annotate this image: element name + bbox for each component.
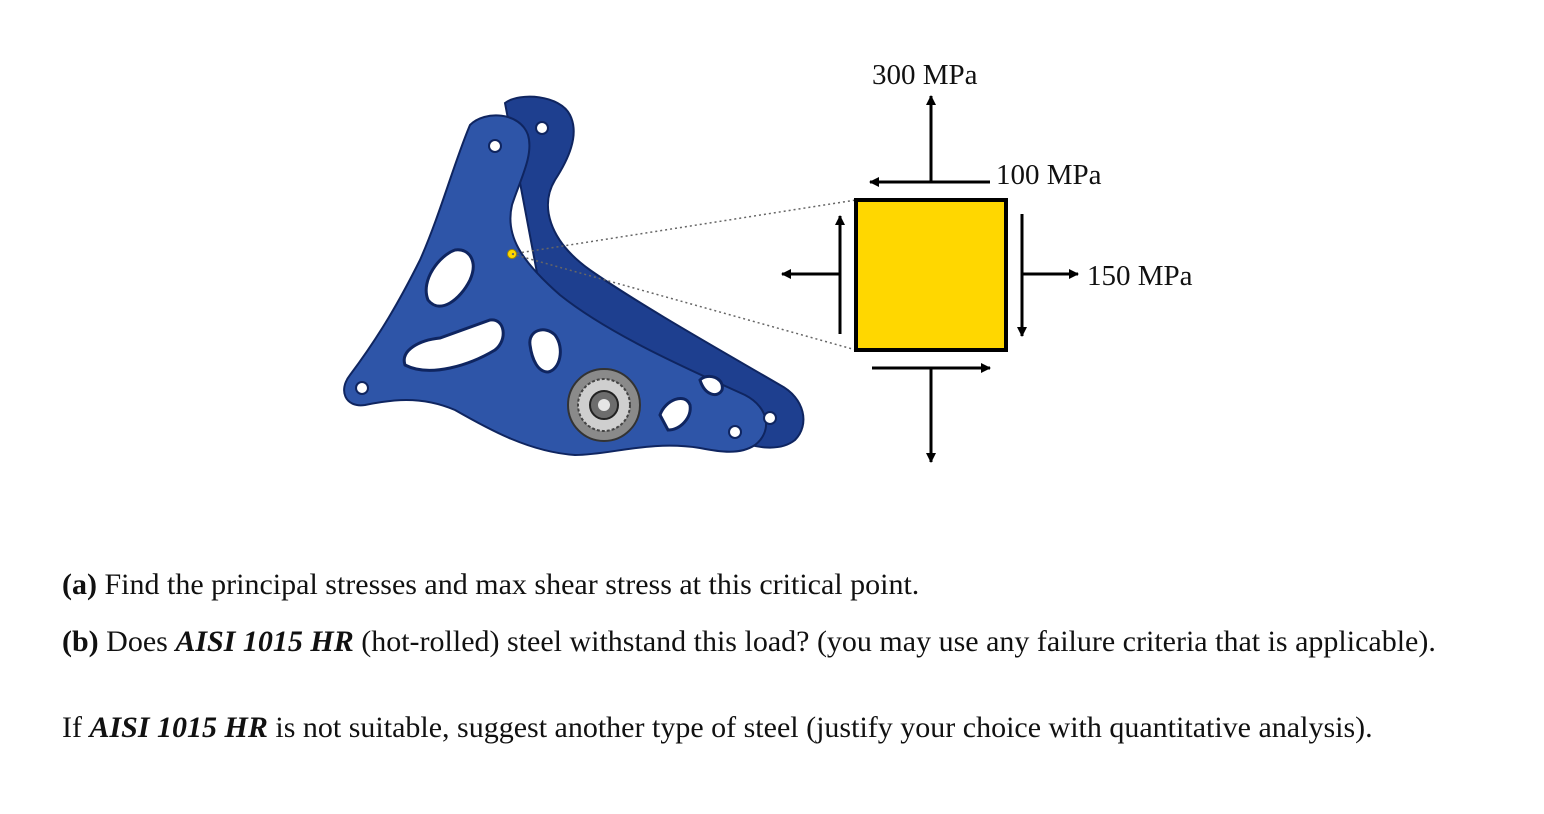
stress-figure: 300 MPa 100 MPa 150 MPa — [343, 59, 1193, 463]
label-normal-stress-y: 300 MPa — [872, 59, 978, 91]
label-shear-stress: 100 MPa — [996, 159, 1102, 191]
question-b-tag: (b) — [62, 625, 99, 658]
bracket-hole — [763, 411, 777, 425]
bracket-cutout-1 — [424, 248, 475, 308]
bracket-cutout-2 — [402, 318, 505, 372]
question-c-text-1: If — [62, 711, 90, 744]
question-a: (a) Find the principal stresses and max … — [62, 563, 1467, 607]
question-b-text-2: (hot-rolled) steel withstand this load? … — [353, 625, 1436, 658]
bracket-icon — [343, 95, 805, 457]
bracket-cutout-3 — [528, 328, 562, 374]
question-b: (b) Does AISI 1015 HR (hot-rolled) steel… — [62, 620, 1467, 664]
bearing-icon — [567, 368, 641, 442]
bracket-front-plate — [343, 114, 768, 457]
question-c-steel: AISI 1015 HR — [89, 711, 268, 744]
bracket-cutout-5 — [698, 374, 724, 397]
leader-line-top — [511, 199, 857, 255]
question-b-steel: AISI 1015 HR — [175, 625, 354, 658]
label-normal-stress-x: 150 MPa — [1087, 260, 1193, 292]
bracket-hole — [355, 381, 369, 395]
question-b-text-1: Does — [98, 625, 176, 658]
question-c-text-2: is not suitable, suggest another type of… — [267, 711, 1373, 744]
question-a-tag: (a) — [62, 568, 97, 601]
question-a-text: Find the principal stresses and max shea… — [96, 568, 920, 601]
bracket-hole — [535, 121, 549, 135]
bracket-hole — [728, 425, 742, 439]
stress-element — [854, 198, 1008, 352]
bracket-cutout-4 — [658, 397, 692, 432]
question-c: If AISI 1015 HR is not suitable, suggest… — [62, 706, 1467, 750]
bracket-hole — [488, 139, 502, 153]
